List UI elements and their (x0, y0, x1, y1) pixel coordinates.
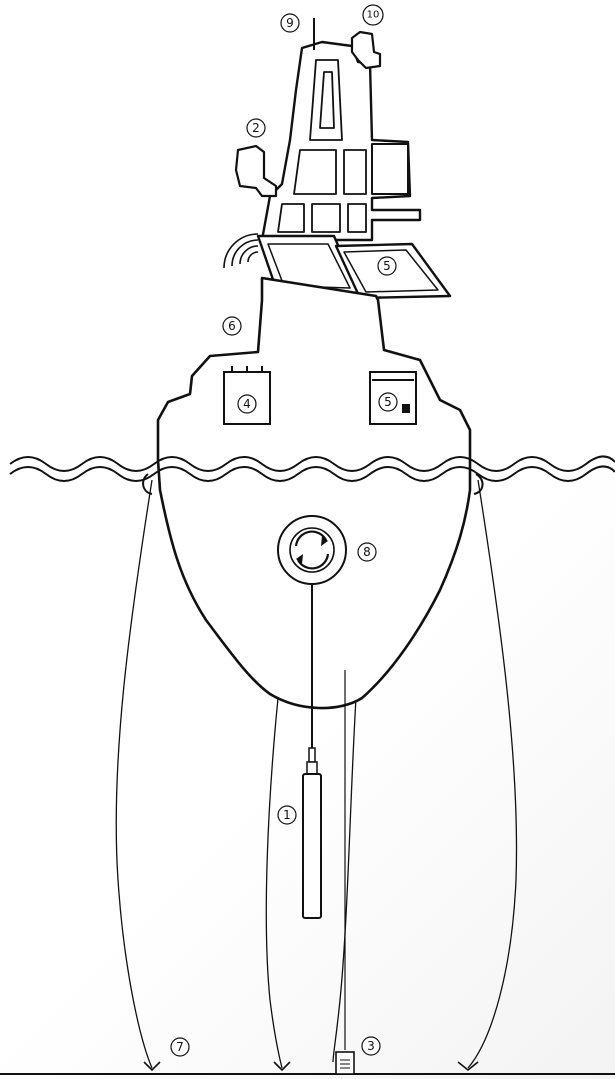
top-sensor-icon (350, 30, 382, 70)
wind-sensor-icon (234, 144, 278, 198)
mast-frame (260, 40, 422, 242)
callout-5-box: 5 (378, 392, 398, 412)
anchor-icon (143, 1061, 161, 1072)
anchors (143, 1061, 479, 1072)
antenna-signal-icon (223, 233, 259, 269)
buoy-hull (156, 276, 472, 710)
mast-windows (277, 59, 367, 233)
winch-rotation-icon (277, 515, 347, 585)
callout-6: 6 (222, 316, 242, 336)
seabed-sensor-icon (335, 1051, 355, 1075)
callout-1-label: 1 (283, 808, 291, 822)
callout-5-panel: 5 (377, 256, 397, 276)
callout-6-label: 6 (228, 319, 236, 333)
callout-3: 3 (361, 1036, 381, 1056)
fender (473, 473, 484, 495)
callout-4: 4 (237, 394, 257, 414)
callout-8: 8 (357, 542, 377, 562)
callout-2: 2 (246, 118, 266, 138)
callouts: 1 2 3 4 5 5 6 7 (170, 4, 398, 1057)
fender (142, 473, 153, 495)
wave-line-icon (9, 455, 615, 472)
callout-9-label: 9 (286, 16, 294, 30)
mooring-line-outer-right (467, 479, 518, 1069)
callout-5-box-label: 5 (384, 395, 392, 409)
callout-8-label: 8 (363, 545, 371, 559)
callout-5-panel-label: 5 (383, 259, 391, 273)
callout-2-label: 2 (252, 121, 260, 135)
anchor-icon (457, 1061, 479, 1072)
wave-line-icon (9, 465, 615, 482)
callout-7-label: 7 (176, 1040, 184, 1054)
mooring-line-inner-left (265, 697, 283, 1069)
mast-structure (260, 40, 422, 242)
callout-1: 1 (277, 805, 297, 825)
anchor-icon (273, 1061, 291, 1072)
mooring-line-outer-left (115, 479, 153, 1069)
callout-10: 10 (362, 4, 384, 26)
callout-3-label: 3 (367, 1039, 375, 1053)
callout-7: 7 (170, 1037, 190, 1057)
profiling-sensor-icon (302, 747, 322, 919)
callout-10-label: 10 (367, 10, 380, 21)
callout-4-label: 4 (243, 397, 251, 411)
callout-9: 9 (280, 13, 300, 33)
